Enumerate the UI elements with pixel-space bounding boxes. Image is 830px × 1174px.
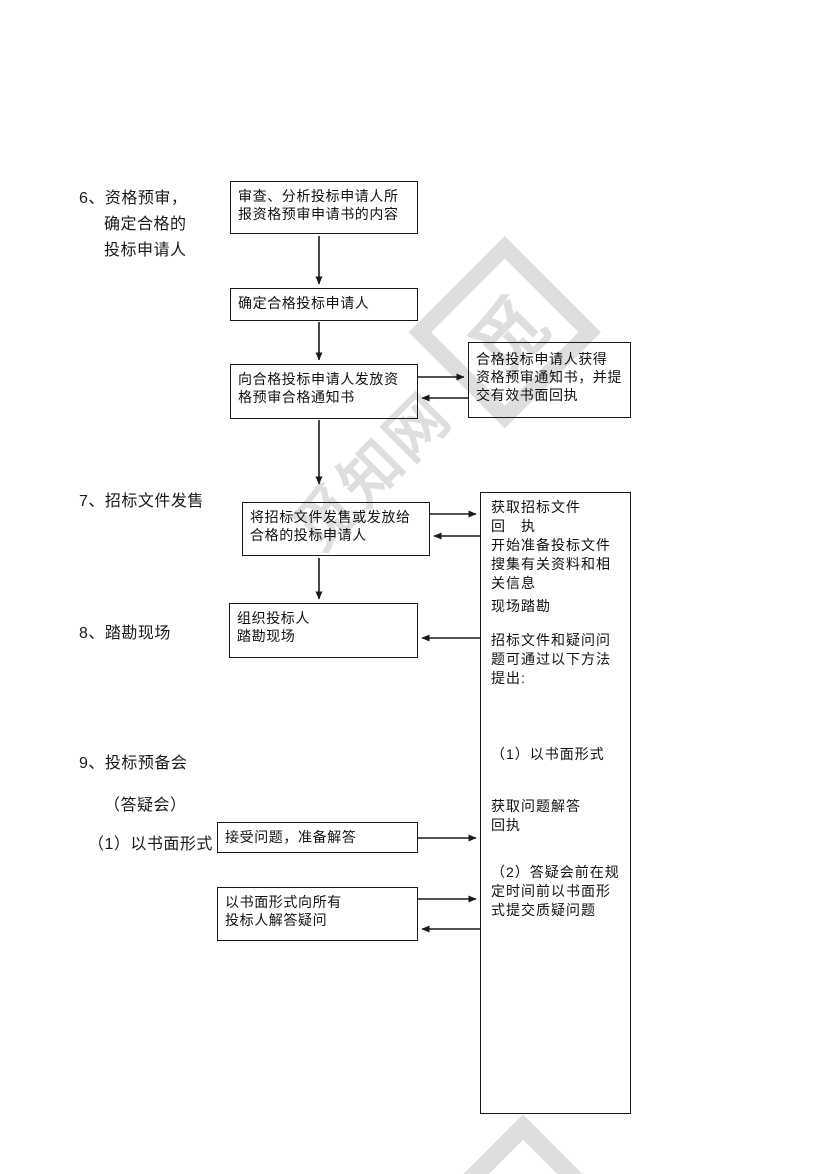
box-answer-in-writing: 以书面形式向所有 投标人解答疑问 (217, 887, 418, 941)
section-6-label-line2: 确定合格的 (104, 216, 187, 233)
bidder-method2-text: （2）答疑会前在规 定时间前以书面形 式提交质疑问题 (491, 864, 620, 918)
box-sell-bidding-documents: 将招标文件发售或发放给 合格的投标申请人 (242, 502, 430, 556)
section-7-label: 7、招标文件发售 (79, 493, 204, 510)
box-issue-prequalification-notice: 向合格投标申请人发放资 格预审合格通知书 (230, 364, 418, 419)
bidder-method1-text: （1）以书面形式 (491, 746, 605, 762)
box-accept-questions: 接受问题，准备解答 (217, 822, 418, 853)
section-6-label-line1: 6、资格预审， (79, 190, 188, 207)
bidder-site-survey-text: 现场踏勘 (491, 598, 551, 614)
box-confirm-qualified-applicants: 确定合格投标申请人 (230, 288, 418, 321)
watermark-bottom-diamond-icon (384, 1114, 662, 1174)
bidder-obtain-docs-text: 获取招标文件 回 执 开始准备投标文件 搜集有关资料和相 关信息 (491, 499, 611, 591)
section-9-sublabel: （答疑会） (104, 797, 187, 814)
section-9-item1-label: （1）以书面形式 (88, 836, 213, 853)
box-bidder-activities: 获取招标文件 回 执 开始准备投标文件 搜集有关资料和相 关信息 现场踏勘 招标… (480, 492, 631, 1114)
section-6-label-line3: 投标申请人 (104, 242, 187, 259)
box-obtain-notice-submit-receipt: 合格投标申请人获得 资格预审通知书，并提 交有效书面回执 (468, 342, 631, 418)
section-8-label: 8、踏勘现场 (79, 625, 171, 642)
bidder-get-answers-text: 获取问题解答 回执 (491, 798, 581, 833)
section-9-label: 9、投标预备会 (79, 755, 188, 772)
box-organize-site-visit: 组织投标人 踏勘现场 (229, 603, 418, 658)
bidder-questions-intro-text: 招标文件和疑问问 题可通过以下方法 提出: (491, 632, 611, 686)
box-review-applications: 审查、分析投标申请人所 报资格预审申请书的内容 (230, 181, 418, 234)
